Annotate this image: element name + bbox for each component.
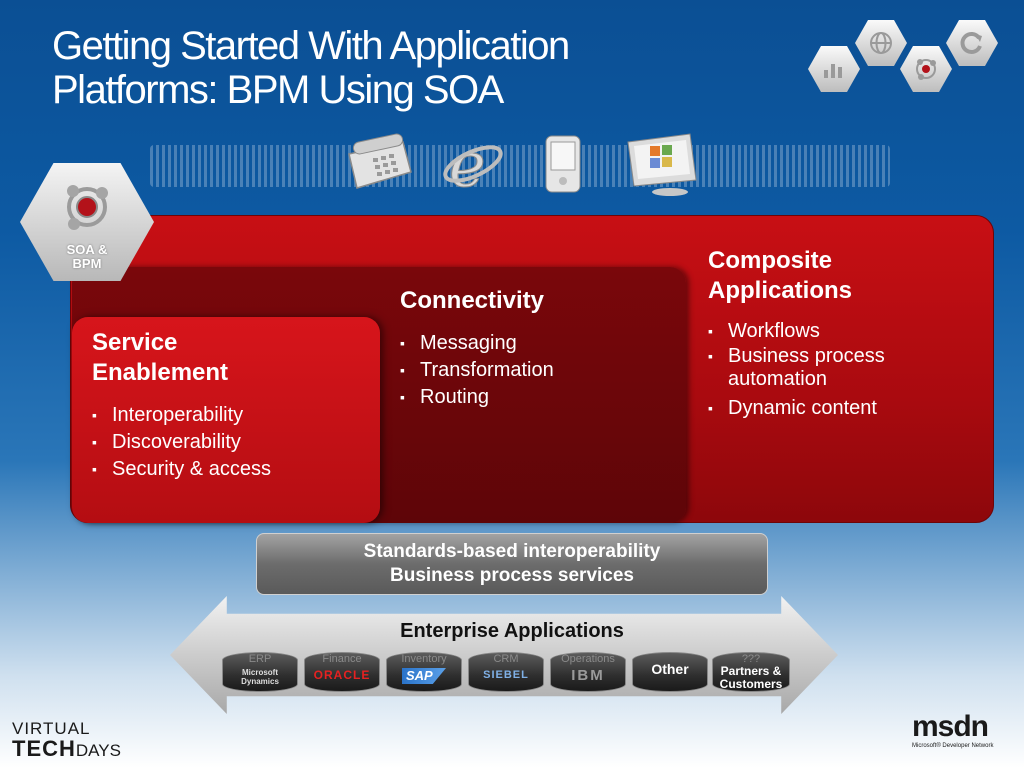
list-item: Transformation xyxy=(400,357,670,384)
connectivity-list: Messaging Transformation Routing xyxy=(400,330,670,411)
service-enablement-list: Interoperability Discoverability Securit… xyxy=(92,402,362,483)
vendor-logo-oracle: ORACLE xyxy=(313,668,371,682)
heading-line: Service xyxy=(92,329,178,356)
msdn-wordmark: msdn xyxy=(912,710,989,743)
slide-title: Getting Started With Application Platfor… xyxy=(52,24,570,112)
list-item: Messaging xyxy=(400,330,670,357)
service-enablement-heading: Service Enablement xyxy=(92,328,362,388)
system-label: ??? xyxy=(741,653,761,665)
standards-line1: Standards-based interoperability xyxy=(363,541,661,562)
enterprise-title: Enterprise Applications xyxy=(400,620,624,642)
list-item: Discoverability xyxy=(92,429,362,456)
vendor-logo-microsoft-dynamics: Microsoft Dynamics xyxy=(241,668,279,686)
composite-applications-section: Composite Applications Workflows Busines… xyxy=(708,246,978,422)
globe-icon xyxy=(855,20,907,66)
heading-line: Composite xyxy=(708,247,833,274)
connectivity-heading: Connectivity xyxy=(400,287,545,314)
system-operations: Operations IBM xyxy=(550,652,626,692)
refresh-icon xyxy=(946,20,998,66)
list-item: Interoperability xyxy=(92,402,362,429)
heading-line: Applications xyxy=(708,277,853,304)
soa-network-icon xyxy=(67,185,108,230)
list-item: Dynamic content xyxy=(708,395,978,422)
standards-line2: Business process services xyxy=(390,565,634,586)
monitor-office-icon xyxy=(620,132,704,203)
telephone-icon xyxy=(343,132,415,199)
service-enablement-section: Service Enablement Interoperability Disc… xyxy=(92,328,362,483)
system-crm: CRM SIEBEL xyxy=(468,652,544,692)
msdn-logo: msdn Microsoft® Developer Network xyxy=(912,712,993,750)
pda-icon xyxy=(543,134,583,199)
system-partners: ??? Partners & Customers xyxy=(712,652,790,692)
system-partners-label: Partners & Customers xyxy=(719,664,783,691)
system-label: CRM xyxy=(493,653,519,665)
vendor-logo-siebel: SIEBEL xyxy=(483,669,529,681)
soa-label-line2: BPM xyxy=(72,256,102,271)
connectivity-section: Connectivity Messaging Transformation Ro… xyxy=(400,286,670,411)
svg-text:e: e xyxy=(449,130,486,196)
system-label: Finance xyxy=(322,653,362,665)
standards-bar: Standards-based interoperability Busines… xyxy=(256,533,768,595)
composite-list: Workflows Business process automation Dy… xyxy=(708,318,978,422)
logo-virtual: VIRTUAL xyxy=(12,719,91,738)
heading-line: Enablement xyxy=(92,359,229,386)
chart-icon xyxy=(808,46,860,92)
list-item: Business process automation xyxy=(708,345,978,391)
logo-tech: TECH xyxy=(12,736,76,761)
system-other: Other xyxy=(632,652,708,692)
virtual-techdays-logo: VIRTUAL TECHDAYS xyxy=(12,720,121,763)
composite-heading: Composite Applications xyxy=(708,246,978,306)
msdn-subtitle: Microsoft® Developer Network xyxy=(912,743,994,749)
soa-network-icon xyxy=(900,46,952,92)
vendor-logo-sap-shape: SAP xyxy=(402,668,446,684)
soa-bpm-label: SOA & BPM xyxy=(20,243,154,271)
system-erp: ERP Microsoft Dynamics xyxy=(222,652,298,692)
list-item: Security & access xyxy=(92,456,362,483)
system-finance: Finance ORACLE xyxy=(304,652,380,692)
list-item: Workflows xyxy=(708,318,978,345)
system-inventory: Inventory SAP xyxy=(386,652,462,692)
list-item: Routing xyxy=(400,384,670,411)
logo-days: DAYS xyxy=(75,741,121,760)
vendor-logo-sap: SAP xyxy=(406,668,433,683)
system-label: ERP xyxy=(248,653,272,665)
system-label: Operations xyxy=(561,653,615,665)
system-other-label: Other xyxy=(651,661,689,677)
device-strip xyxy=(150,145,890,187)
vendor-logo-ibm: IBM xyxy=(571,667,605,684)
internet-explorer-icon: e xyxy=(441,128,505,202)
soa-label-line1: SOA & xyxy=(66,242,108,257)
system-label: Inventory xyxy=(401,653,447,665)
